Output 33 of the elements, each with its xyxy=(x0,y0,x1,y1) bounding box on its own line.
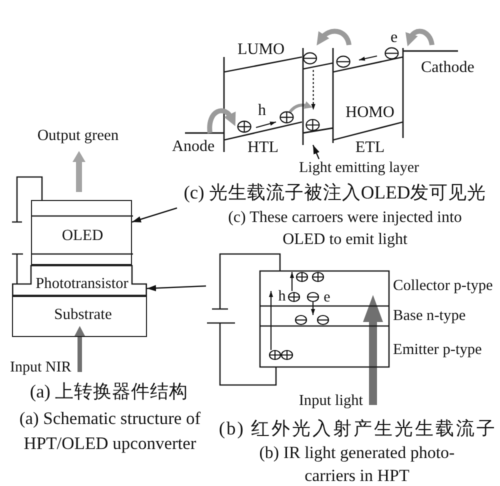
layer-stack xyxy=(31,200,132,265)
caption: (b) IR light generated photo-carriers in HPT xyxy=(258,442,456,486)
leader-arrow xyxy=(132,207,178,223)
layer-label: Collector p-type xyxy=(393,277,493,295)
layer-label: Base n-type xyxy=(393,307,466,325)
electrode-label: Cathode xyxy=(421,58,474,78)
substrate-layer xyxy=(12,296,147,337)
band-label: HOMO xyxy=(346,104,394,122)
caption: (c) 光生载流子被注入OLED发可见光 xyxy=(184,183,486,205)
carrier-label: e xyxy=(390,28,398,48)
carrier-label: h xyxy=(278,288,286,306)
light-label: Output green xyxy=(37,127,119,145)
layer-label: Light emitting layer xyxy=(295,159,423,179)
caption: (a) Schematic structure of HPT/OLED upconverter xyxy=(18,407,202,455)
carrier-label: e xyxy=(324,289,330,307)
carrier-label: h xyxy=(258,102,266,120)
device-layer xyxy=(12,265,147,296)
layer-label: Substrate xyxy=(54,306,112,324)
leader-arrow xyxy=(146,284,206,292)
light-label: Input light xyxy=(298,392,363,410)
caption: (c) These carroers were injected into OLED to emit light xyxy=(227,208,463,250)
electrode-label: Anode xyxy=(172,138,215,156)
light-label: Input NIR xyxy=(10,359,72,377)
caption: (b) 红外光入射产生光生载流子 xyxy=(218,419,498,441)
layer-label: ETL xyxy=(355,138,385,158)
layer-label: Emitter p-type xyxy=(393,341,482,359)
leader-arrow xyxy=(312,144,320,160)
layer-label: OLED xyxy=(62,227,104,245)
band-label: LUMO xyxy=(237,40,285,60)
caption: (a) 上转换器件结构 xyxy=(30,382,188,404)
layer-label: HTL xyxy=(247,138,279,158)
energy-band-segment xyxy=(302,48,334,145)
layer-label: Phototransistor xyxy=(36,275,128,293)
